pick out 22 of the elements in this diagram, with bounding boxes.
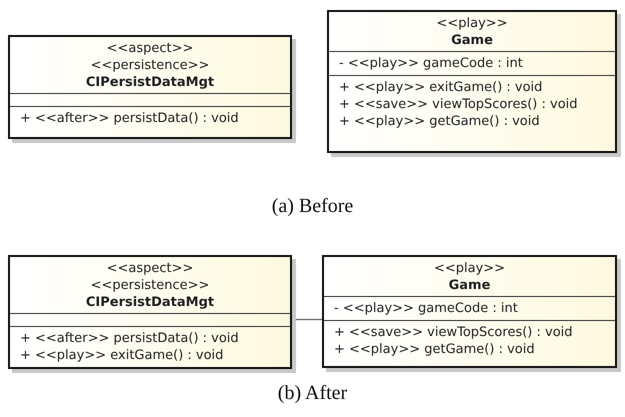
operation-text: + <<play>> getGame() : void — [334, 341, 536, 358]
stereotype: <<persistence>> — [90, 277, 210, 294]
stereotype: <<play>> — [432, 260, 506, 277]
class-name: CIPersistDataMgt — [84, 294, 216, 311]
stereotype: <<aspect>> — [106, 40, 194, 57]
operation-text: + <<play>> exitGame() : void — [20, 347, 224, 364]
stereotype: <<play>> — [435, 15, 509, 32]
operation-text: + <<play>> getGame() : void — [339, 113, 541, 130]
class-name: Game — [450, 32, 494, 49]
operation-text: + <<play>> exitGame() : void — [339, 79, 544, 96]
attribute-text: - <<play>> gameCode : int — [339, 55, 524, 72]
class-name: Game — [448, 277, 492, 294]
stereotype: <<aspect>> — [106, 260, 194, 277]
operation-text: + <<save>> viewTopScores() : void — [339, 96, 579, 113]
operation-text: + <<after>> persistData() : void — [20, 110, 240, 127]
subfigure-caption: (a) Before — [270, 195, 354, 218]
subfigure-caption: (b) After — [276, 382, 348, 405]
attribute-text: - <<play>> gameCode : int — [334, 300, 519, 317]
operation-text: + <<save>> viewTopScores() : void — [334, 324, 574, 341]
class-name: CIPersistDataMgt — [84, 74, 216, 91]
operation-text: + <<after>> persistData() : void — [20, 330, 240, 347]
stereotype: <<persistence>> — [90, 57, 210, 74]
